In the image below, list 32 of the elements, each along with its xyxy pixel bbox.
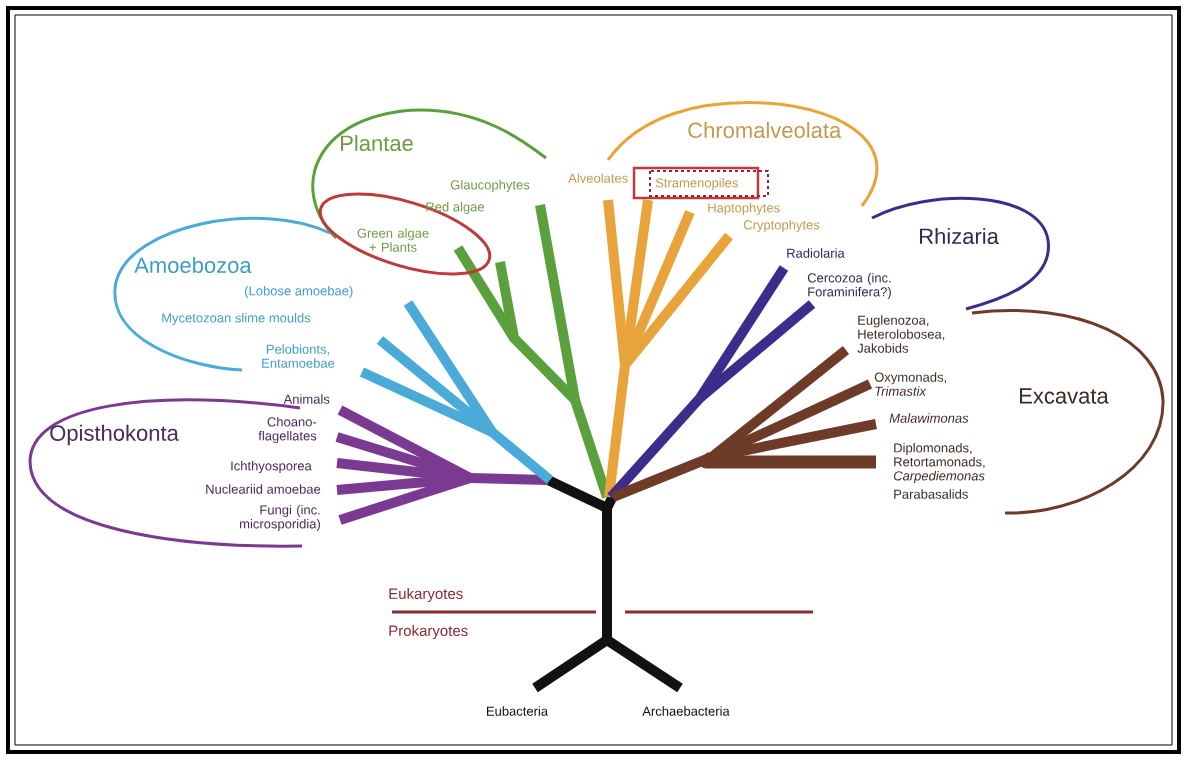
taxon-label: Mycetozoan slime moulds (162, 312, 311, 326)
taxon-label: Eubacteria (487, 706, 549, 716)
taxon-label: Pelobionts, Entamoebae (262, 344, 335, 368)
group-name: Chromalveolata (688, 121, 842, 139)
taxon-label: Archaebacteria (642, 706, 730, 716)
taxon-label: Parabasalids (894, 489, 968, 499)
group-name: Plantae (341, 134, 413, 152)
group-name: Amoebozoa (134, 256, 252, 274)
group-name: Excavata (1020, 388, 1109, 404)
taxon-label: Choano-flagellates (258, 416, 317, 444)
taxon-label: Animals (283, 394, 330, 404)
taxon-label: Ichthyosporea (231, 460, 312, 474)
taxon-label: Stramenopiles (655, 177, 738, 191)
taxon-label: Haptophytes (708, 202, 780, 216)
boundary-label: Eukaryotes (389, 588, 463, 602)
taxon-label: Fungi (inc. microsporidia) (240, 504, 320, 532)
group-name: Rhizaria (920, 227, 999, 245)
taxon-label: Red algae (426, 201, 485, 215)
taxon-label: Radiolaria (787, 248, 845, 258)
taxon-label: Cryptophytes (743, 219, 820, 233)
taxon-label: Malawimonas (889, 413, 969, 423)
taxon-label: Diplomonads, Retortamonads, Carpediemonas (893, 442, 985, 484)
taxon-label: Alveolates (568, 173, 628, 183)
taxon-label: Euglenozoa, Heterolobosea, Jakobids (857, 315, 945, 353)
taxon-label: Green algae + Plants (357, 228, 429, 252)
group-name: Opisthokonta (50, 424, 179, 446)
taxon-label: Oxymonads, Trimastix (874, 372, 946, 396)
taxon-label: Nucleariid amoebae (206, 484, 321, 494)
taxon-label: Cercozoa (inc. Foraminifera?) (807, 272, 891, 300)
taxon-label: (Lobose amoebae) (245, 285, 353, 299)
boundary-label: Prokaryotes (389, 625, 468, 639)
taxon-label: Glaucophytes (450, 179, 530, 193)
